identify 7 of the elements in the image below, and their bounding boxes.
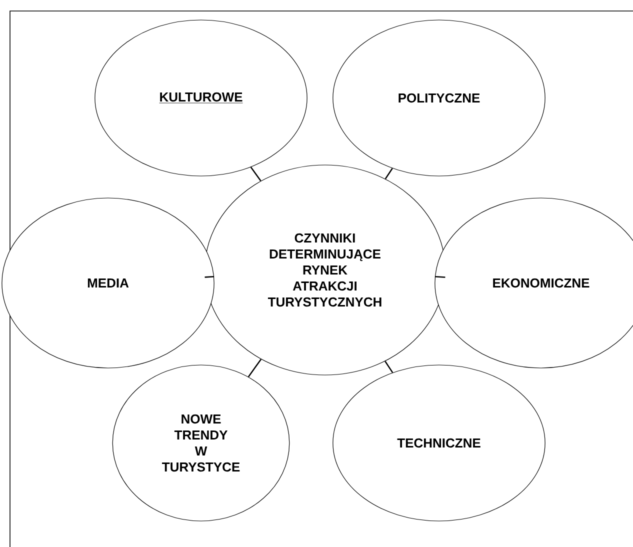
connector-line (250, 166, 262, 182)
connector-line (248, 358, 262, 378)
connector-line (204, 276, 214, 278)
node-label: EKONOMICZNE (493, 278, 590, 288)
connector-line (434, 276, 446, 278)
connector-line (384, 360, 394, 373)
connector-line (384, 168, 393, 180)
